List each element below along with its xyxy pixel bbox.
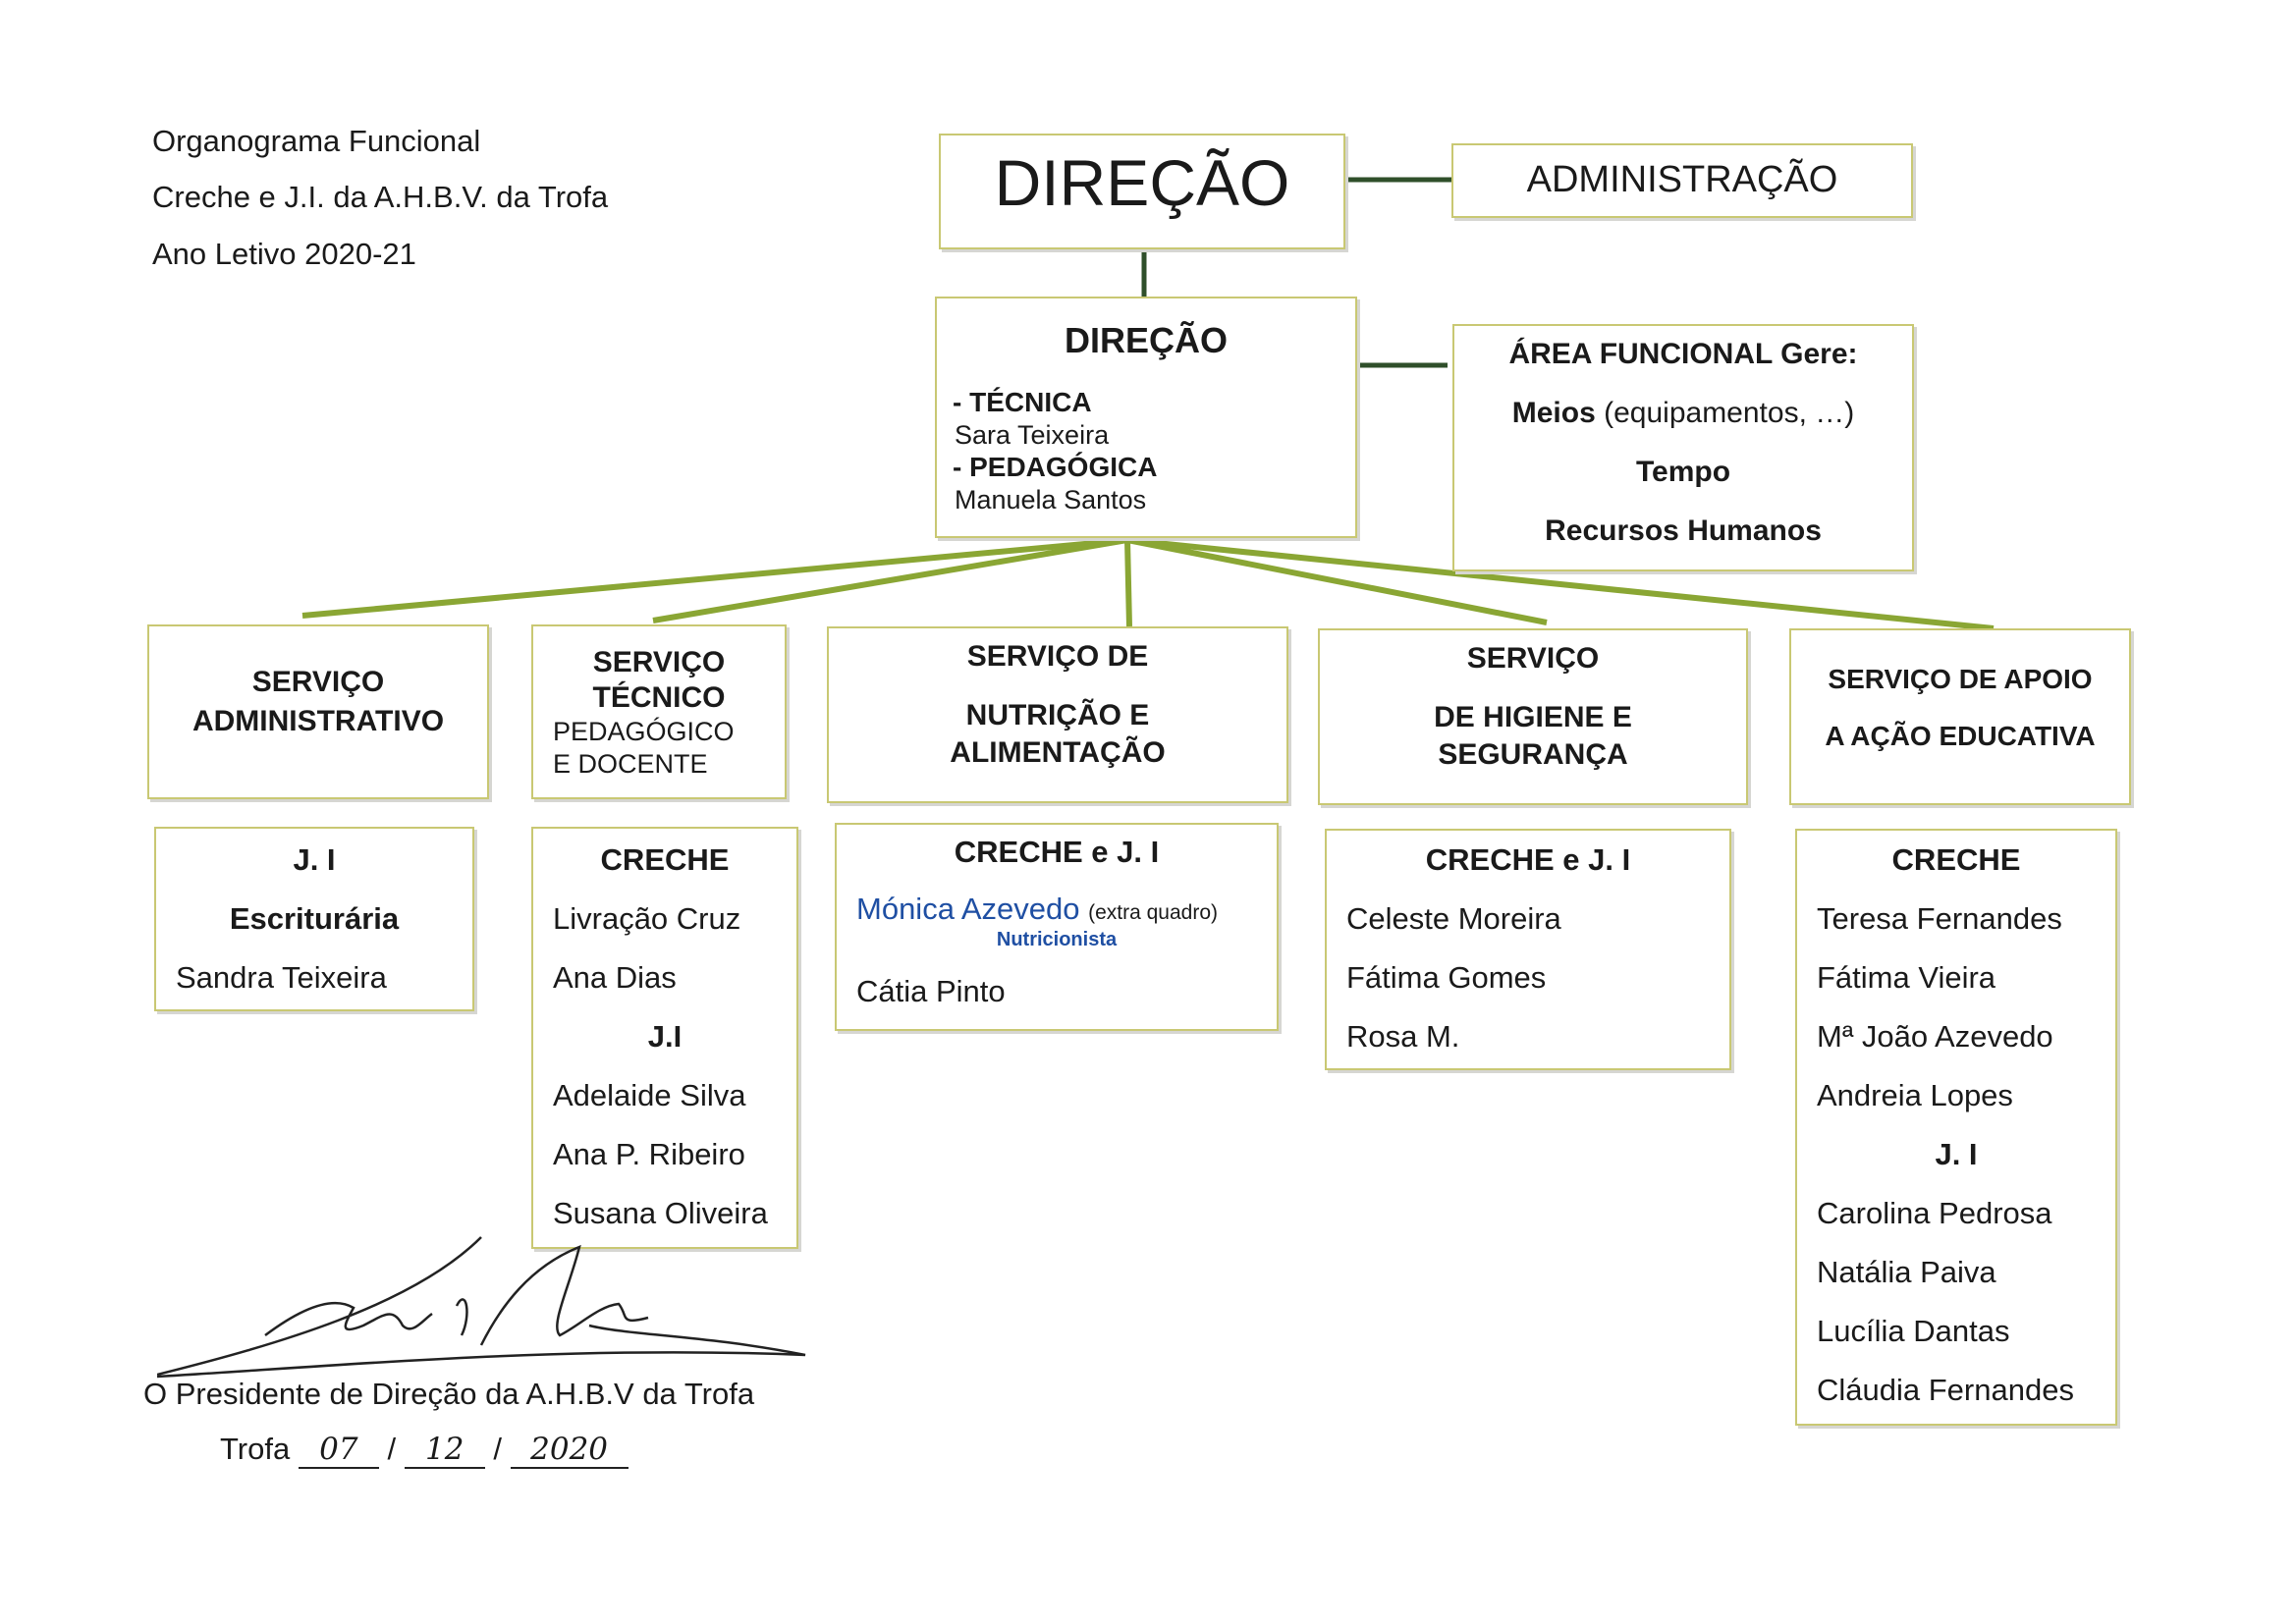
- connector-to-administrativo: [301, 537, 1128, 619]
- header-institution: Creche e J.I. da A.H.B.V. da Trofa: [152, 180, 609, 214]
- staff-apoio-creche-3: Andreia Lopes: [1817, 1078, 2013, 1112]
- pedagogica-name: Manuela Santos: [955, 485, 1147, 514]
- servico-nutricao-line3: ALIMENTAÇÃO: [950, 736, 1166, 769]
- staff-nutricao-nutritionist: Mónica Azevedo (extra quadro): [856, 892, 1218, 927]
- staff-nutricao-role: Nutricionista: [996, 929, 1118, 950]
- president-label: O Presidente de Direção da A.H.B.V da Tr…: [143, 1377, 755, 1411]
- servico-administrativo-line1: SERVIÇO: [251, 666, 385, 698]
- servico-nutricao-line2: NUTRIÇÃO E: [965, 699, 1150, 731]
- tecnica-label: - TÉCNICA: [953, 387, 1092, 417]
- staff-apoio-creche-title: CRECHE: [1891, 842, 2021, 877]
- staff-tecnico-creche-1: Ana Dias: [553, 960, 677, 995]
- area-funcional-rh: Recursos Humanos: [1545, 514, 1822, 547]
- staff-tecnico-ji-1: Ana P. Ribeiro: [553, 1137, 745, 1171]
- date-sep-2: /: [493, 1432, 502, 1466]
- servico-tecnico-line2: TÉCNICO: [592, 681, 726, 714]
- servico-apoio-box: SERVIÇO DE APOIO A AÇÃO EDUCATIVA: [1789, 628, 2131, 805]
- staff-administrativo-role: Escriturária: [229, 901, 400, 936]
- servico-apoio-line1: SERVIÇO DE APOIO: [1828, 664, 2093, 694]
- staff-apoio-ji-0: Carolina Pedrosa: [1817, 1196, 2052, 1230]
- staff-apoio-creche-1: Fátima Vieira: [1817, 960, 1996, 995]
- servico-tecnico-line4: E DOCENTE: [553, 749, 708, 779]
- area-funcional-box: ÁREA FUNCIONAL Gere: Meios (equipamentos…: [1452, 324, 1914, 571]
- footer-year: 2020: [510, 1432, 629, 1469]
- staff-higiene-title: CRECHE e J. I: [1425, 842, 1631, 877]
- staff-tecnico-ji-2: Susana Oliveira: [553, 1196, 768, 1230]
- footer-date-line: Trofa 07 / 12 / 2020: [220, 1432, 629, 1469]
- staff-apoio-ji-title: J. I: [1935, 1137, 1978, 1171]
- date-sep-1: /: [387, 1432, 397, 1466]
- connector-to-tecnico: [652, 537, 1128, 623]
- staff-tecnico-ji-0: Adelaide Silva: [553, 1078, 746, 1112]
- connector-to-apoio: [1126, 537, 1995, 631]
- servico-apoio-line2: A AÇÃO EDUCATIVA: [1825, 721, 2096, 751]
- servico-nutricao-box: SERVIÇO DE NUTRIÇÃO E ALIMENTAÇÃO: [827, 626, 1288, 803]
- servico-tecnico-line1: SERVIÇO: [592, 646, 726, 678]
- staff-apoio-ji-1: Natália Paiva: [1817, 1255, 1996, 1289]
- direcao-sub-title: DIREÇÃO: [1064, 320, 1228, 360]
- staff-nutricao-box: CRECHE e J. I Mónica Azevedo (extra quad…: [835, 823, 1279, 1031]
- servico-higiene-line2: DE HIGIENE E: [1434, 701, 1632, 733]
- staff-higiene-name-1: Fátima Gomes: [1346, 960, 1547, 995]
- staff-apoio-ji-3: Cláudia Fernandes: [1817, 1373, 2074, 1407]
- footer-place: Trofa: [220, 1432, 291, 1466]
- header-title: Organograma Funcional: [152, 124, 481, 158]
- staff-administrativo-title: J. I: [293, 842, 336, 877]
- staff-higiene-box: CRECHE e J. I Celeste Moreira Fátima Gom…: [1325, 829, 1731, 1070]
- servico-administrativo-box: SERVIÇO ADMINISTRATIVO: [147, 624, 489, 799]
- meios-detail: (equipamentos, …): [1595, 397, 1855, 429]
- direcao-box: DIREÇÃO: [939, 134, 1345, 249]
- tecnica-name: Sara Teixeira: [955, 420, 1110, 450]
- header-school-year: Ano Letivo 2020-21: [152, 237, 416, 271]
- servico-tecnico-line3: PEDAGÓGICO: [553, 717, 735, 746]
- staff-administrativo-name: Sandra Teixeira: [176, 960, 387, 995]
- connector-to-higiene: [1126, 537, 1548, 625]
- footer-month: 12: [404, 1432, 485, 1469]
- staff-tecnico-creche-title: CRECHE: [600, 842, 730, 877]
- area-funcional-tempo: Tempo: [1635, 456, 1731, 488]
- staff-apoio-ji-2: Lucília Dantas: [1817, 1314, 2010, 1348]
- staff-higiene-name-0: Celeste Moreira: [1346, 901, 1561, 936]
- administracao-title: ADMINISTRAÇÃO: [1526, 159, 1838, 200]
- meios-label: Meios: [1511, 397, 1596, 429]
- connector-to-nutricao: [1124, 539, 1132, 627]
- staff-apoio-box: CRECHE Teresa Fernandes Fátima Vieira Mª…: [1795, 829, 2117, 1426]
- servico-nutricao-line1: SERVIÇO DE: [966, 640, 1149, 673]
- servico-higiene-line1: SERVIÇO: [1466, 642, 1600, 675]
- pedagogica-label: - PEDAGÓGICA: [953, 452, 1158, 482]
- staff-nutricao-title: CRECHE e J. I: [954, 835, 1160, 869]
- nutritionist-name: Mónica Azevedo: [856, 892, 1080, 926]
- staff-tecnico-creche-0: Livração Cruz: [553, 901, 741, 936]
- staff-tecnico-box: CRECHE Livração Cruz Ana Dias J.I Adelai…: [531, 827, 798, 1249]
- president-signature: [157, 1236, 806, 1379]
- servico-higiene-box: SERVIÇO DE HIGIENE E SEGURANÇA: [1318, 628, 1748, 805]
- staff-nutricao-other: Cátia Pinto: [856, 974, 1006, 1008]
- servico-administrativo-line2: ADMINISTRATIVO: [191, 705, 445, 737]
- servico-tecnico-box: SERVIÇO TÉCNICO PEDAGÓGICO E DOCENTE: [531, 624, 787, 799]
- servico-higiene-line3: SEGURANÇA: [1438, 738, 1628, 771]
- staff-administrativo-box: J. I Escriturária Sandra Teixeira: [154, 827, 474, 1011]
- direcao-tecnica-pedagogica-box: DIREÇÃO - TÉCNICA Sara Teixeira - PEDAGÓ…: [935, 297, 1357, 538]
- area-funcional-title: ÁREA FUNCIONAL Gere:: [1508, 338, 1858, 370]
- staff-apoio-creche-0: Teresa Fernandes: [1817, 901, 2062, 936]
- staff-apoio-creche-2: Mª João Azevedo: [1817, 1019, 2053, 1054]
- staff-higiene-name-2: Rosa M.: [1346, 1019, 1460, 1054]
- nutritionist-note: (extra quadro): [1088, 901, 1219, 924]
- footer-day: 07: [298, 1432, 379, 1469]
- area-funcional-meios: Meios (equipamentos, …): [1454, 397, 1912, 430]
- staff-tecnico-ji-title: J.I: [647, 1019, 683, 1054]
- direcao-title: DIREÇÃO: [994, 146, 1290, 219]
- administracao-box: ADMINISTRAÇÃO: [1451, 143, 1913, 218]
